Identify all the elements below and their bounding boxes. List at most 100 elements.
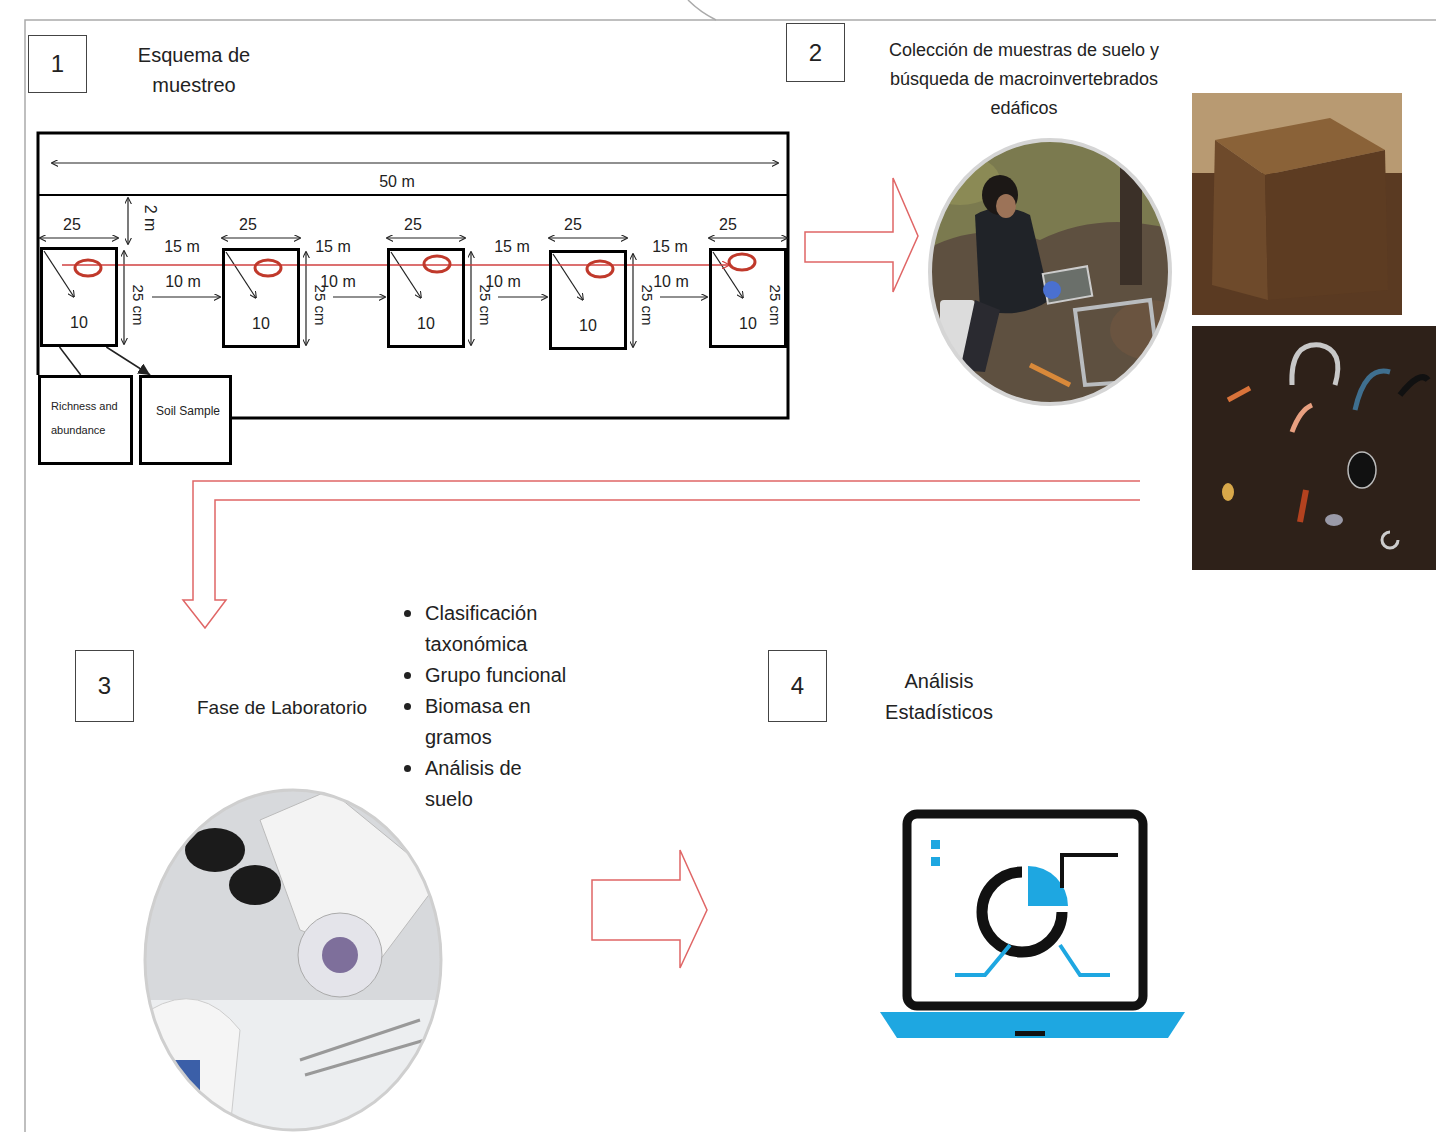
richness-box: Richness and abundance xyxy=(38,375,133,465)
step-number-box: 1Esquema de muestreo xyxy=(28,35,87,93)
dimension-label: 15 m xyxy=(652,238,688,256)
soil-block-photo xyxy=(1212,140,1268,300)
laptop-icon xyxy=(931,857,940,866)
connector-line xyxy=(106,347,150,375)
flow-arrow xyxy=(805,178,918,292)
panel-border xyxy=(688,0,716,20)
dimension-arrow xyxy=(226,252,256,298)
dimension-label: 25 cm xyxy=(476,285,494,326)
depth-value: 10 xyxy=(417,315,435,333)
fieldwork-photo xyxy=(996,194,1016,218)
fieldwork-photo xyxy=(1043,266,1093,303)
soil-block-photo xyxy=(1265,150,1388,300)
laptop-icon xyxy=(1060,945,1110,975)
dimension-label: 25 xyxy=(63,216,81,234)
dimension-arrow xyxy=(127,198,128,244)
laboratory-photo xyxy=(300,1020,425,1075)
dimension-arrow xyxy=(222,237,300,238)
transect-line xyxy=(424,256,450,272)
bullet-list: Clasificación taxonómicaGrupo funcionalB… xyxy=(402,598,592,815)
step-heading: Esquema de muestreo xyxy=(119,40,269,100)
box-label: Richness and abundance xyxy=(51,394,127,442)
dimension-arrow xyxy=(553,254,583,300)
laboratory-photo xyxy=(322,937,358,973)
dimension-arrow xyxy=(549,237,627,238)
dimension-arrow xyxy=(709,237,787,238)
dimension-label: 2 m xyxy=(141,205,159,232)
laboratory-photo xyxy=(298,913,382,997)
dimension-arrow xyxy=(152,296,220,297)
dimension-arrow xyxy=(52,162,778,163)
macroinvertebrates-photo xyxy=(1382,532,1398,548)
macroinvertebrates-photo xyxy=(1228,388,1250,400)
dimension-arrow xyxy=(40,163,787,347)
step-number: 2 xyxy=(809,39,822,67)
sampling-plot xyxy=(38,194,788,196)
macroinvertebrates-photo xyxy=(1400,377,1428,395)
dimension-label: 25 xyxy=(239,216,257,234)
laptop-icon xyxy=(907,814,1143,1006)
fieldwork-photo xyxy=(1043,281,1061,299)
macroinvertebrates-photo xyxy=(1325,514,1343,526)
sampling-quadrat: 10 xyxy=(40,247,118,347)
dimension-label: 25 cm xyxy=(311,285,329,326)
bullet-text: Análisis de suelo xyxy=(425,753,575,815)
dimension-label: 25 xyxy=(564,216,582,234)
flow-arrow xyxy=(592,850,707,968)
dimension-label: 10 m xyxy=(165,273,201,291)
flow-arrow xyxy=(183,481,1140,628)
dimension-arrow xyxy=(660,296,707,297)
depth-value: 10 xyxy=(252,315,270,333)
step-heading: Colección de muestras de suelo y búsqued… xyxy=(861,36,1187,123)
step-number-box: 4Análisis Estadísticos xyxy=(768,650,827,722)
fieldwork-photo xyxy=(975,208,1050,314)
depth-value: 10 xyxy=(739,315,757,333)
dimension-arrow xyxy=(470,252,471,345)
fieldwork-photo xyxy=(920,135,1190,410)
macroinvertebrates-photo xyxy=(1300,490,1306,522)
laptop-icon xyxy=(880,814,1185,1038)
sampling-quadrat: 10 xyxy=(549,250,627,350)
fieldwork-photo xyxy=(1075,300,1160,385)
laboratory-photo xyxy=(140,785,450,1132)
bullet-text: Clasificación taxonómica xyxy=(425,598,575,660)
laptop-icon xyxy=(1062,855,1118,888)
bullet-text: Biomasa en gramos xyxy=(425,691,575,753)
connector-line xyxy=(60,347,81,375)
laptop-icon xyxy=(931,840,940,849)
bullet-dot xyxy=(404,703,411,710)
step-number-box: 2Colección de muestras de suelo y búsque… xyxy=(786,23,845,82)
fieldwork-photo xyxy=(1030,365,1070,385)
dimension-label: 25 xyxy=(404,216,422,234)
dimension-label: 25 cm xyxy=(766,285,784,326)
dimension-label: 15 m xyxy=(315,238,351,256)
soil-block-photo xyxy=(1192,93,1402,315)
step-number-box: 3Fase de Laboratorio xyxy=(75,650,134,722)
step-heading: Análisis Estadísticos xyxy=(869,666,1009,728)
dimension-label: 15 m xyxy=(494,238,530,256)
transect-line xyxy=(255,260,281,276)
fieldwork-photo xyxy=(925,135,1175,410)
transect-line xyxy=(729,254,755,270)
depth-value: 10 xyxy=(579,317,597,335)
macroinvertebrates-photo xyxy=(1348,452,1376,488)
bullet-item: Grupo funcional xyxy=(402,660,592,691)
dimension-arrow xyxy=(333,296,385,297)
box-label: Soil Sample xyxy=(156,402,226,420)
sampling-quadrat: 10 xyxy=(222,248,300,348)
dimension-label: 25 xyxy=(719,216,737,234)
soil-sample-box: Soil Sample xyxy=(139,375,232,465)
step-number: 3 xyxy=(98,672,111,700)
macroinvertebrates-photo xyxy=(1192,326,1436,570)
dimension-arrow xyxy=(387,237,465,238)
dimension-arrow xyxy=(40,237,118,238)
depth-value: 10 xyxy=(70,314,88,332)
bullet-dot xyxy=(404,765,411,772)
macroinvertebrates-photo xyxy=(1292,345,1338,385)
bullet-item: Biomasa en gramos xyxy=(402,691,592,753)
transect-line xyxy=(62,264,729,266)
dimension-label: 15 m xyxy=(164,238,200,256)
step-number: 1 xyxy=(51,50,64,78)
